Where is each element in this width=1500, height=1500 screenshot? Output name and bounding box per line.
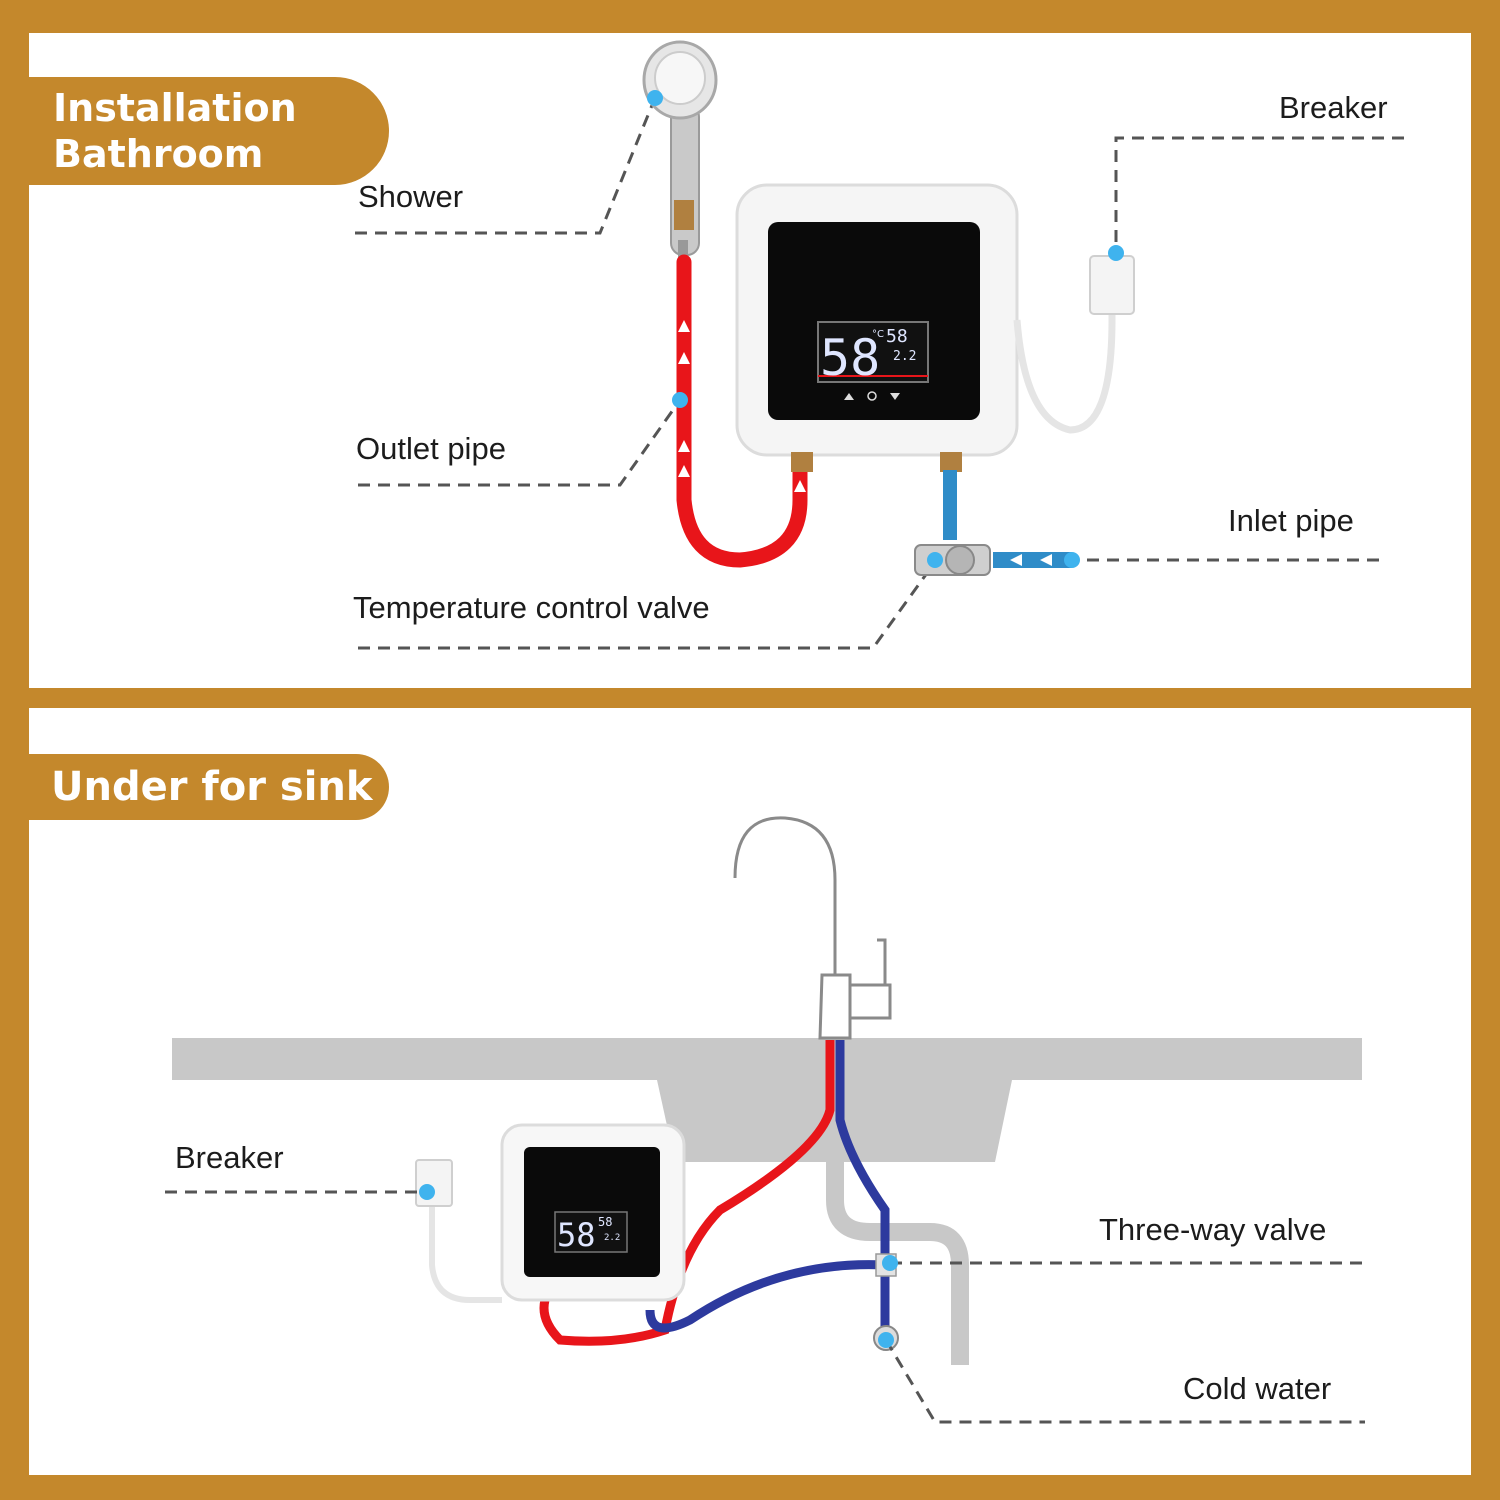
cold-flow-arrows bbox=[1010, 554, 1052, 566]
valve-leader-line bbox=[358, 561, 937, 650]
cold-water-hose bbox=[645, 1040, 890, 1333]
breaker-label: Breaker bbox=[1279, 90, 1388, 125]
breaker-box bbox=[1089, 255, 1135, 315]
hot-flow-arrows bbox=[678, 320, 806, 492]
sink-breaker-box bbox=[415, 1159, 453, 1207]
temperature-valve-icon bbox=[914, 544, 991, 576]
up-icon bbox=[844, 393, 854, 400]
bathroom-installation-panel: 58 °C 58 2.2 In bbox=[29, 33, 1471, 688]
shower-marker-dot bbox=[647, 90, 663, 106]
inlet-riser-pipe bbox=[943, 470, 957, 540]
display-unit: °C bbox=[872, 329, 884, 340]
sink-section-title: Under for sink bbox=[29, 754, 389, 820]
sink-installation-panel: 58 58 2.2 Under for sink Breaker Three-w… bbox=[29, 708, 1471, 1475]
outlet-pipe-label: Outlet pipe bbox=[356, 431, 506, 466]
breaker-leader-line bbox=[1114, 136, 1404, 252]
outlet-hose bbox=[676, 254, 808, 568]
three-way-valve-label: Three-way valve bbox=[1099, 1212, 1327, 1247]
title-line-1: Installation bbox=[53, 86, 297, 130]
inlet-marker-dot bbox=[1064, 552, 1080, 568]
title-line-2: Bathroom bbox=[53, 132, 264, 176]
water-heater-unit bbox=[735, 183, 1019, 472]
sink-basin bbox=[657, 1080, 1012, 1162]
drain-pipe bbox=[826, 1162, 969, 1365]
temperature-control-valve-label: Temperature control valve bbox=[353, 590, 710, 625]
outlet-pipe-leader-line bbox=[358, 399, 682, 487]
three-way-valve-marker-dot bbox=[882, 1255, 898, 1271]
cold-water-marker-dot bbox=[878, 1332, 894, 1348]
breaker-cable bbox=[1013, 310, 1116, 434]
cold-water-label: Cold water bbox=[1183, 1371, 1332, 1406]
display-power-reading: 2.2 bbox=[893, 349, 916, 364]
sink-breaker-label: Breaker bbox=[175, 1140, 284, 1175]
valve-marker-dot bbox=[927, 552, 943, 568]
shower-leader-line bbox=[355, 97, 657, 235]
shower-label: Shower bbox=[358, 179, 464, 214]
sink-display-big-reading: 58 bbox=[557, 1216, 596, 1254]
breaker-marker-dot bbox=[1108, 245, 1124, 261]
bathroom-section-title: Installation Bathroom bbox=[29, 77, 389, 185]
inlet-pipe-label: Inlet pipe bbox=[1228, 503, 1354, 538]
sink-breaker-marker-dot bbox=[419, 1184, 435, 1200]
faucet-icon bbox=[725, 807, 892, 1040]
control-buttons bbox=[844, 391, 900, 401]
down-icon bbox=[890, 393, 900, 400]
display-small-reading: 58 bbox=[886, 326, 908, 347]
sink-title-text: Under for sink bbox=[51, 764, 373, 810]
sink-breaker-cable bbox=[429, 1205, 502, 1303]
sink-display-power-reading: 2.2 bbox=[604, 1233, 620, 1243]
sink-display-small-reading: 58 bbox=[598, 1215, 612, 1229]
shower-head-icon bbox=[642, 40, 718, 265]
sink-water-heater-unit bbox=[500, 1123, 686, 1302]
outlet-marker-dot bbox=[672, 392, 688, 408]
bathroom-diagram: 58 °C 58 2.2 bbox=[355, 40, 1404, 650]
countertop bbox=[172, 1038, 1362, 1080]
cold-water-leader-line bbox=[884, 1339, 1365, 1424]
sink-diagram: 58 58 2.2 bbox=[165, 807, 1370, 1424]
power-icon bbox=[867, 391, 877, 401]
display-big-reading: 58 bbox=[820, 329, 880, 387]
